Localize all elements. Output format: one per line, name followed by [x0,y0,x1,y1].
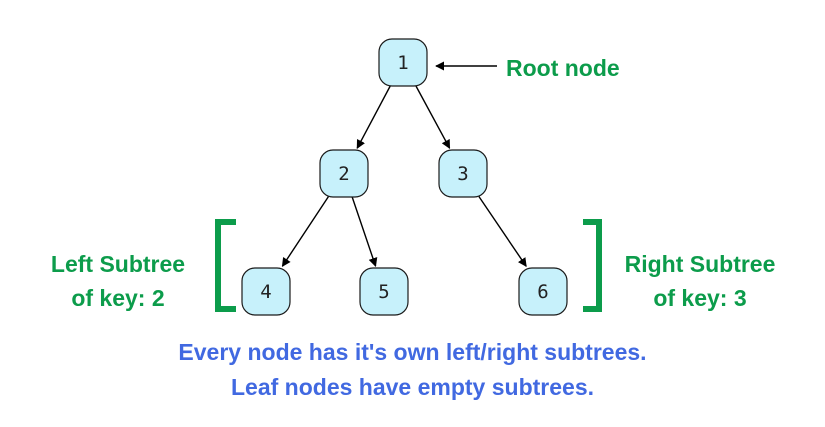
right-subtree-label-line2: of key: 3 [653,285,746,311]
edge-1-to-3 [415,85,451,149]
node-key-6: 6 [537,281,548,303]
tree-nodes: 1 2 3 4 5 6 [241,38,568,316]
node-key-2: 2 [338,163,349,185]
tree-node-4: 4 [241,267,291,316]
tree-node-3: 3 [438,149,488,198]
tree-edges [281,85,527,268]
caption-line-1: Every node has it's own left/right subtr… [178,339,647,365]
right-subtree-label-line1: Right Subtree [625,251,776,277]
edge-2-to-4 [281,196,330,267]
node-key-5: 5 [378,281,389,303]
left-subtree-label-line2: of key: 2 [71,285,164,311]
left-subtree-label-line1: Left Subtree [51,251,185,277]
node-key-3: 3 [457,163,468,185]
tree-node-2: 2 [319,149,369,198]
edge-1-to-2 [356,85,392,149]
right-subtree-bracket [583,219,602,312]
node-key-1: 1 [397,52,408,74]
edge-3-to-6 [478,196,527,268]
tree-node-1: 1 [378,38,428,87]
node-key-4: 4 [260,281,271,303]
caption-line-2: Leaf nodes have empty subtrees. [230,374,594,400]
tree-node-5: 5 [359,267,409,316]
edge-2-to-5 [351,196,378,267]
tree-node-6: 6 [518,267,568,316]
left-subtree-bracket [215,219,236,312]
root-node-label: Root node [506,55,620,81]
